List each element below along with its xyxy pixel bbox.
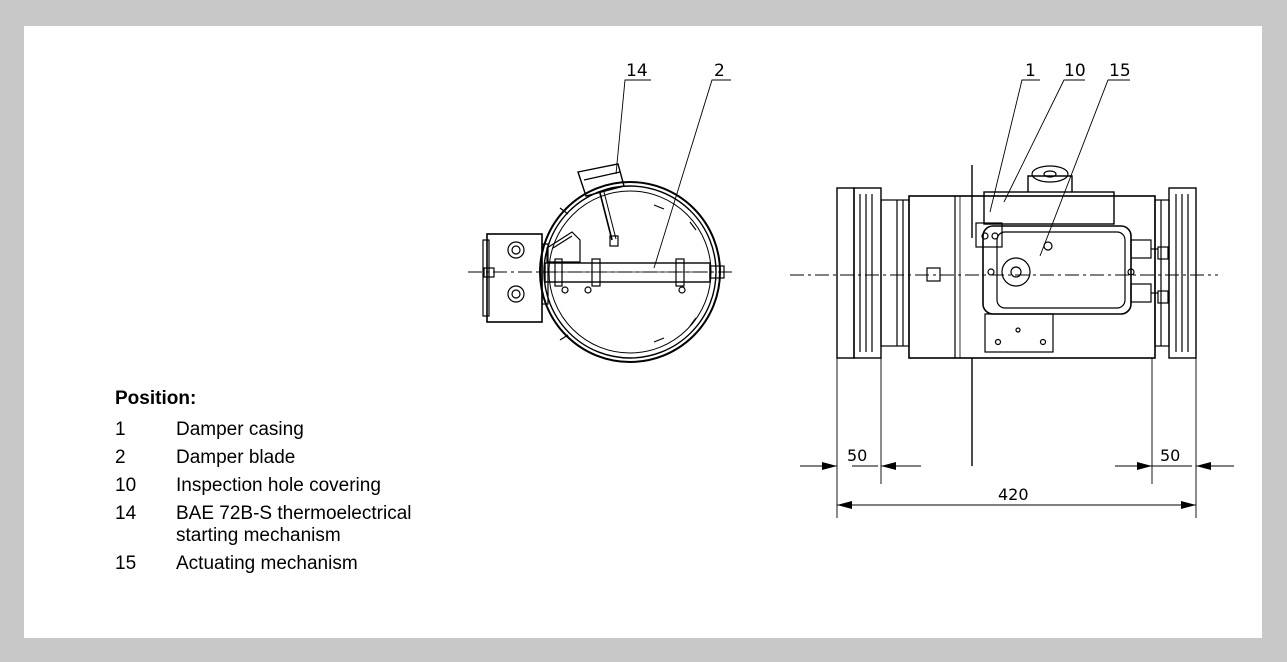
drawing-panel — [24, 26, 1262, 638]
callout-15: 15 — [1109, 61, 1131, 81]
legend-item-number: 10 — [115, 475, 137, 496]
callout-2: 2 — [714, 61, 725, 81]
callout-10: 10 — [1064, 61, 1086, 81]
legend-item-description: Inspection hole covering — [176, 475, 381, 496]
legend-item: 10 Inspection hole covering — [115, 475, 426, 497]
dimension-left-collar: 50 — [847, 446, 867, 465]
legend-item-number: 14 — [115, 503, 137, 524]
legend-item-number: 1 — [115, 419, 126, 440]
legend-item: 1 Damper casing — [115, 419, 426, 441]
legend-item: 2 Damper blade — [115, 447, 426, 469]
legend-item-description: Damper casing — [176, 419, 304, 440]
side-view — [790, 79, 1234, 518]
dimension-overall-length: 420 — [998, 485, 1029, 504]
legend-item-description: Damper blade — [176, 447, 296, 468]
legend-item: 14 BAE 72B-S thermoelectrical starting m… — [115, 503, 426, 547]
legend-title: Position: — [115, 388, 197, 409]
legend-item: 15 Actuating mechanism — [115, 553, 426, 575]
callout-14: 14 — [626, 61, 648, 81]
callout-1: 1 — [1025, 61, 1036, 81]
front-view — [468, 79, 735, 363]
legend-item-number: 2 — [115, 447, 126, 468]
legend-item-description: BAE 72B-S thermoelectrical starting mech… — [176, 503, 412, 546]
position-legend: Position: 1 Damper casing 2 Damper blade… — [115, 388, 426, 581]
legend-item-description: Actuating mechanism — [176, 553, 358, 574]
dimension-right-collar: 50 — [1160, 446, 1180, 465]
legend-item-number: 15 — [115, 553, 137, 574]
